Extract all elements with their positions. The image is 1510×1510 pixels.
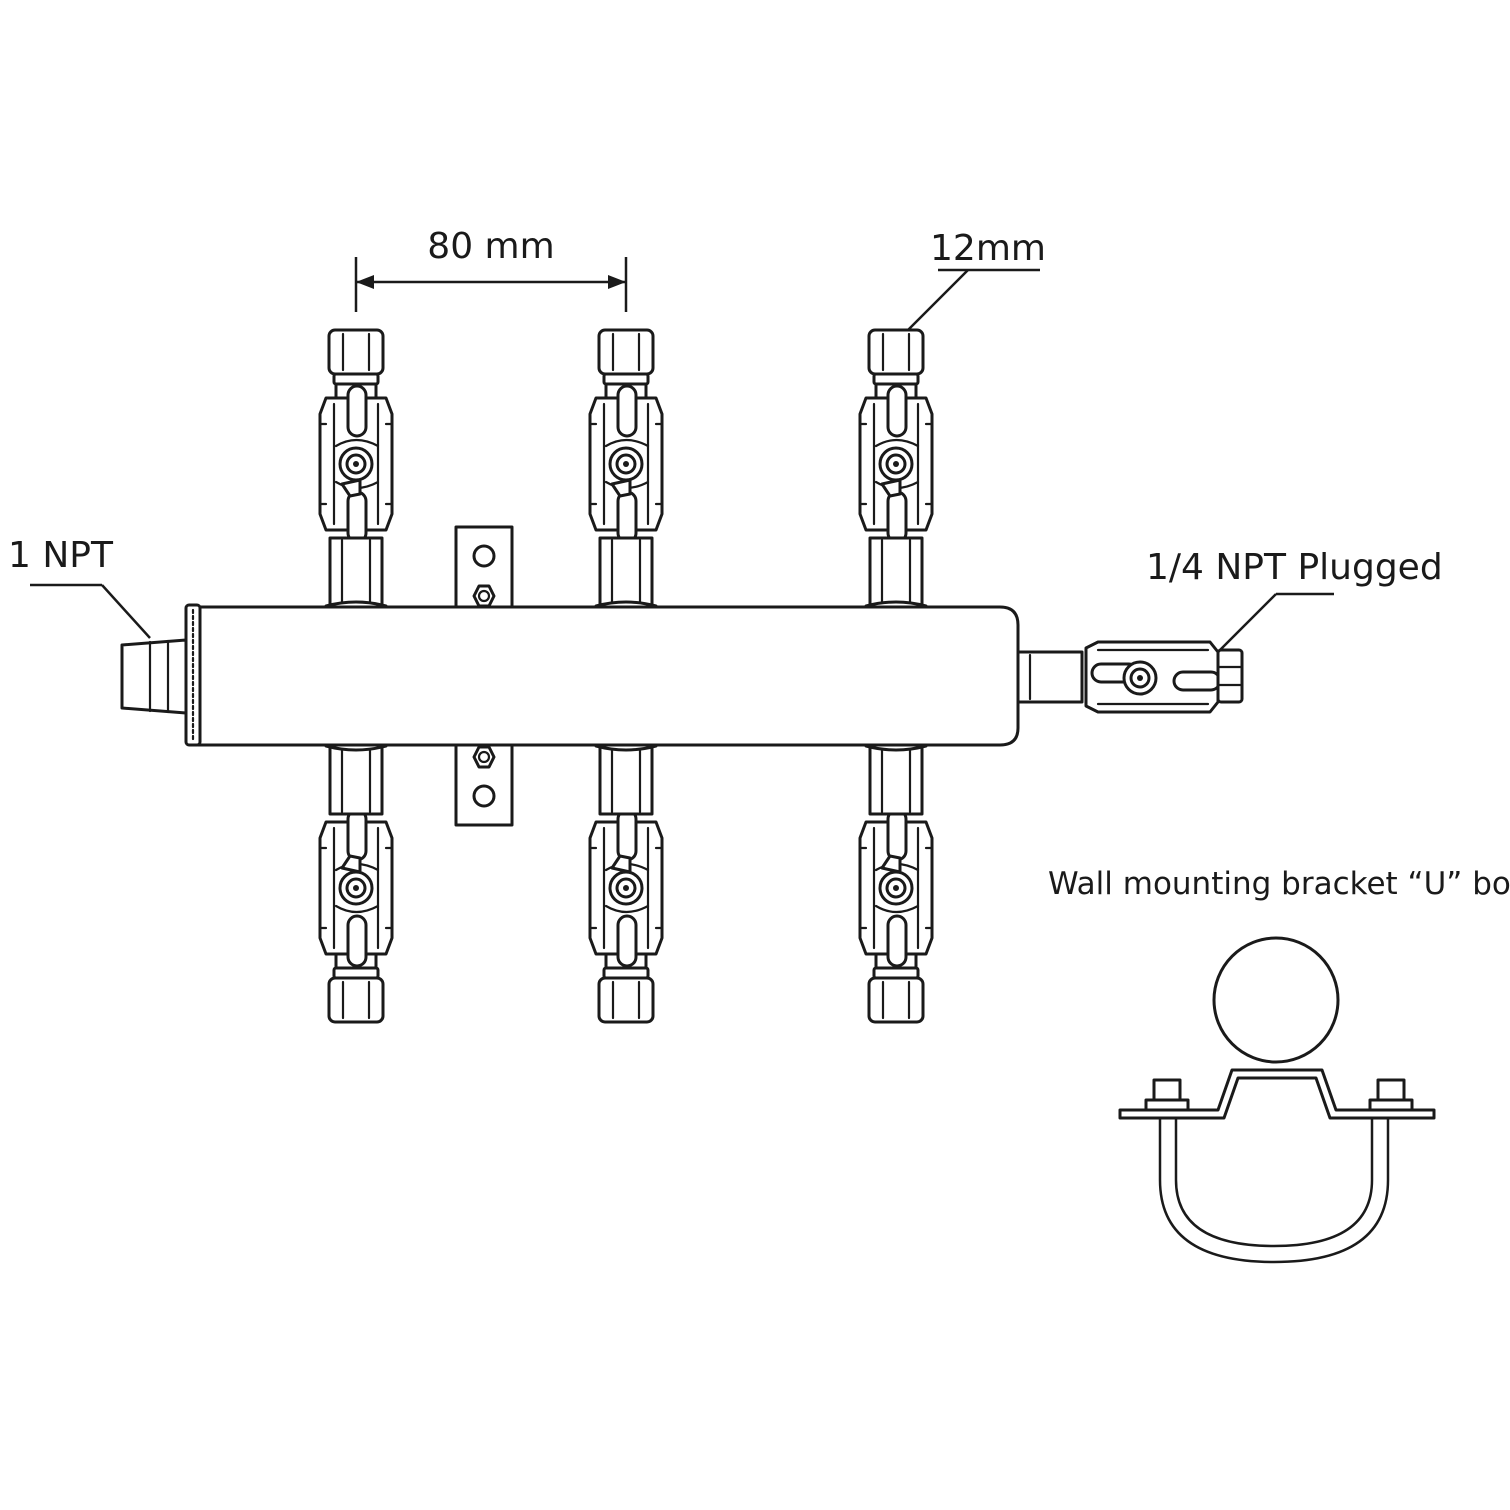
- top-outlet-3: [860, 330, 932, 614]
- bottom-outlet-2: [590, 738, 662, 1022]
- bottom-outlet-1: [320, 738, 392, 1022]
- bottom-outlet-3: [860, 738, 932, 1022]
- side-plugged-valve: [1016, 640, 1244, 714]
- inlet-label: 1 NPT: [8, 535, 114, 576]
- mounting-plate-top: [454, 525, 514, 611]
- bracket-detail: Wall mounting bracket “U” bolt: [1048, 866, 1510, 1264]
- manifold-body: [120, 603, 1020, 747]
- bracket-label: Wall mounting bracket “U” bolt: [1048, 866, 1510, 902]
- bottom-outlets: [320, 738, 932, 1022]
- end-port-callout: 1/4 NPT Plugged: [1146, 547, 1443, 653]
- outlet-size-label: 12mm: [930, 228, 1046, 269]
- outlet-size-callout: 12mm: [907, 228, 1046, 331]
- end-port-label: 1/4 NPT Plugged: [1146, 547, 1443, 588]
- spacing-label: 80 mm: [427, 226, 554, 267]
- top-outlet-2: [590, 330, 662, 614]
- top-outlet-1: [320, 330, 392, 614]
- pipe-section: [1212, 936, 1340, 1064]
- top-outlets: [320, 330, 932, 614]
- spacing-dimension: 80 mm: [354, 226, 628, 312]
- mounting-plate-bottom: [454, 741, 514, 827]
- inlet-callout: 1 NPT: [8, 535, 151, 639]
